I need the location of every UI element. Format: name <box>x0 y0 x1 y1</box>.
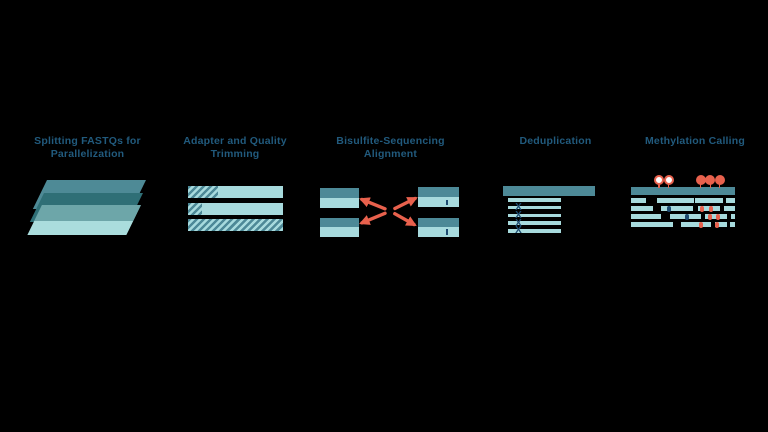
stage-trimming: Adapter and Quality Trimming <box>180 135 290 245</box>
duplicate-x-mark: X <box>515 225 522 237</box>
duplicate-read-bar <box>508 229 561 233</box>
read-segment <box>630 214 662 219</box>
read-segment <box>630 222 673 227</box>
methylation-dot-unmethylated <box>667 205 672 212</box>
stage-title-line: Trimming <box>210 148 260 160</box>
stage-title-line: Deduplication <box>519 135 592 147</box>
fastq-sheet-bottom <box>27 205 142 235</box>
cpg-lollipop-stem <box>699 184 702 188</box>
adapter-hatch-region <box>188 186 219 198</box>
cpg-lollipop-stem <box>709 184 712 188</box>
stage-splitting-fastqs: Splitting FASTQs for Parallelization <box>25 135 150 245</box>
read-segment <box>730 214 735 219</box>
stage-methylation-calling: Methylation Calling <box>628 135 762 245</box>
cpg-lollipop-methylated <box>695 174 706 185</box>
read-segment <box>698 206 720 211</box>
stage-title-alignment: Bisulfite-Sequencing Alignment <box>318 135 463 161</box>
read-segment <box>724 206 735 211</box>
duplicate-read-bar <box>508 205 561 210</box>
reference-bar <box>503 186 595 196</box>
read-segment <box>669 214 701 219</box>
cpg-lollipop-unmethylated <box>663 174 674 185</box>
cpg-lollipop-stem <box>667 184 670 188</box>
read-segment <box>630 198 647 203</box>
cpg-lollipop-methylated <box>714 174 725 185</box>
methylation-dot-methylated <box>716 213 720 220</box>
methylation-dot-methylated <box>709 205 714 212</box>
read-strand-light <box>418 227 459 237</box>
stage-title-line: Methylation Calling <box>644 135 746 147</box>
stage-title-line: Parallelization <box>50 148 125 160</box>
duplicate-x-mark: X <box>515 209 522 221</box>
trimmed-read-bar <box>188 186 283 198</box>
read-segment <box>657 198 694 203</box>
sheet-overlap-shade <box>34 205 142 221</box>
read-strand-dark <box>320 187 359 198</box>
read-segment <box>695 198 723 203</box>
methylation-dot-methylated <box>715 221 719 228</box>
read-pair-box-right-top <box>418 187 459 207</box>
duplicate-read-bar <box>508 213 561 217</box>
read-segment <box>630 206 653 211</box>
stage-title-deduplication: Deduplication <box>498 135 613 148</box>
alignment-cross-arrows <box>359 196 418 227</box>
read-pair-box-left-top <box>320 187 359 208</box>
cpg-lollipop-stem <box>718 184 721 188</box>
trimmed-read-bar <box>188 219 283 231</box>
read-segment <box>726 198 735 203</box>
methylation-dot-methylated <box>707 213 712 220</box>
stage-title-line: Splitting FASTQs for <box>34 135 141 147</box>
read-segment <box>729 222 735 227</box>
methylation-dot-methylated <box>700 205 705 212</box>
stage-title-splitting: Splitting FASTQs for Parallelization <box>25 135 150 161</box>
read-pair-box-right-bottom <box>418 217 459 237</box>
cpg-lollipop-stem <box>658 184 660 188</box>
read-strand-light <box>320 227 359 237</box>
read-segment <box>660 206 693 211</box>
methylation-dot-unmethylated <box>685 213 690 220</box>
trimmed-read-bar <box>188 202 283 215</box>
read-strand-dark <box>418 217 459 228</box>
adapter-hatch-region <box>188 219 283 231</box>
duplicate-x-mark: X <box>515 217 522 229</box>
stage-title-line: Bisulfite-Sequencing <box>336 135 445 147</box>
mismatch-tick <box>445 229 448 235</box>
read-strand-light <box>418 197 459 207</box>
stage-title-methylation: Methylation Calling <box>628 135 762 148</box>
stage-title-line: Alignment <box>363 148 418 160</box>
stage-title-trimming: Adapter and Quality Trimming <box>180 135 290 161</box>
read-strand-light <box>320 197 359 208</box>
stage-alignment: Bisulfite-Sequencing Alignment <box>318 135 463 245</box>
adapter-hatch-region <box>188 202 203 215</box>
cpg-lollipop-unmethylated <box>654 174 664 185</box>
duplicate-read-bar <box>508 198 561 202</box>
read-pair-box-left-bottom <box>320 217 359 237</box>
read-segment <box>714 222 728 227</box>
cpg-lollipop-methylated <box>705 174 716 185</box>
duplicate-read-bar <box>508 221 561 225</box>
duplicate-x-mark: X <box>515 202 522 213</box>
mismatch-tick <box>445 199 448 205</box>
read-strand-dark <box>418 187 459 197</box>
read-strand-dark <box>320 217 359 228</box>
methylation-dot-methylated <box>699 221 704 228</box>
read-segment <box>680 222 711 227</box>
stage-title-line: Adapter and Quality <box>183 135 287 147</box>
reference-bar <box>630 187 735 196</box>
